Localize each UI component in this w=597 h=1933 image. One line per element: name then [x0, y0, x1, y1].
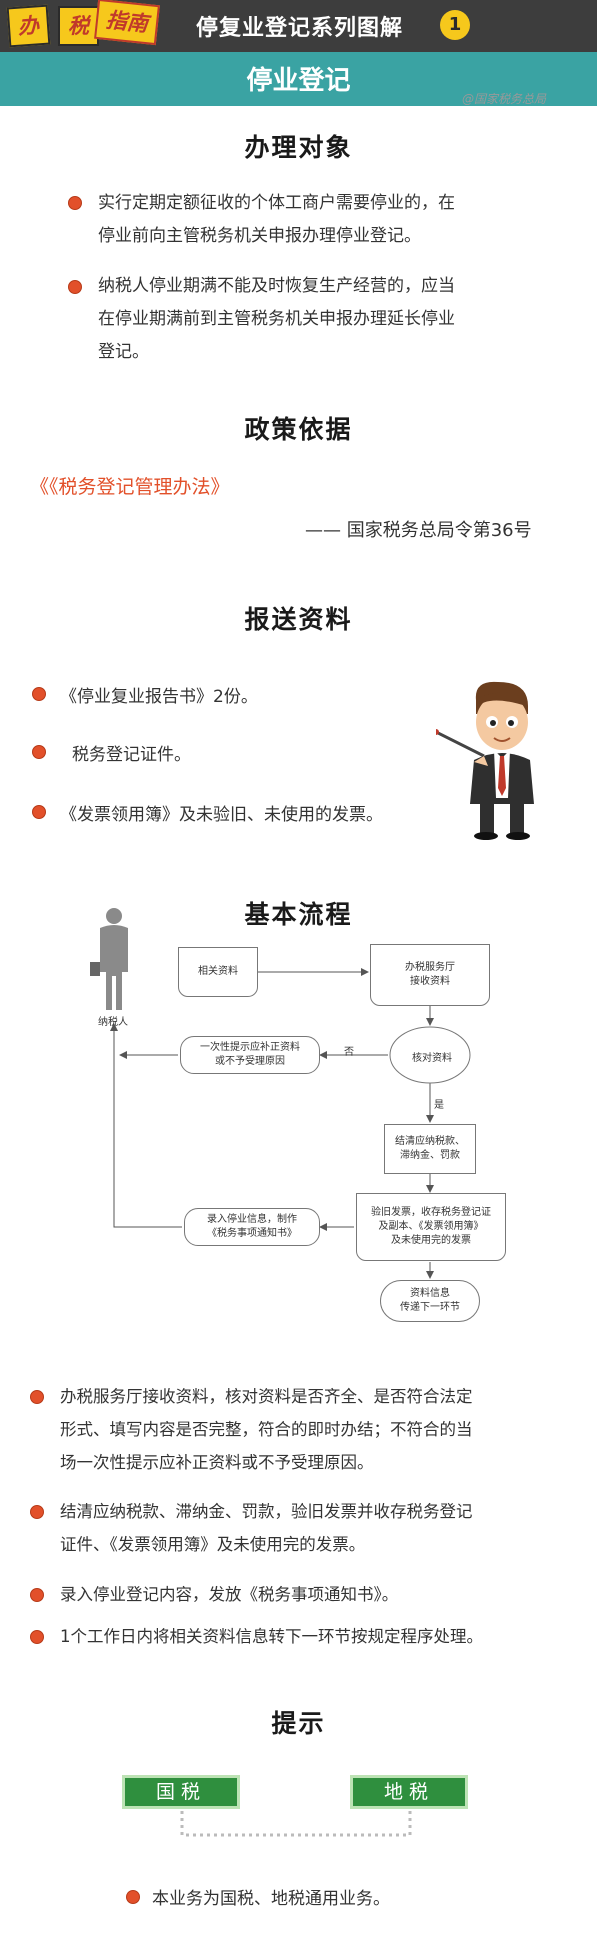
badge-zhinan: 指南 [94, 0, 160, 46]
check-materials-label: 核对资料 [412, 1053, 452, 1064]
material-item-1: 《停业复业报告书》2份。 [60, 687, 258, 707]
process-note-4-line1: 1个工作日内将相关资料信息转下一环节按规定程序处理。 [60, 1627, 483, 1646]
presenter-illustration [436, 681, 534, 840]
related-materials-box: 相关资料 [178, 947, 258, 997]
bullet-icon [68, 280, 82, 294]
bullet-icon [30, 1588, 44, 1602]
banner-title: 停业登记 [246, 66, 351, 96]
reject-box: 一次性提示应补正资料 或不予受理原因 [180, 1036, 320, 1074]
settle-line1: 结清应纳税款、 [395, 1136, 465, 1147]
top-header-bar: 办 税 指南 停复业登记系列图解 1 [0, 0, 597, 52]
receive-line2: 接收资料 [410, 976, 450, 987]
source-label: @国家税务总局 [462, 92, 547, 106]
bullet-icon [30, 1505, 44, 1519]
process-note-4: 1个工作日内将相关资料信息转下一环节按规定程序处理。 [60, 1620, 483, 1653]
process-note-2-line1: 结清应纳税款、滞纳金、罚款，验旧发票并收存税务登记 [60, 1502, 473, 1521]
section-title-materials: 报送资料 [244, 605, 353, 634]
local-tax-box: 地税 [350, 1775, 468, 1809]
material-item-2: 税务登记证件。 [72, 745, 191, 765]
section-title-tips: 提示 [271, 1709, 326, 1738]
process-note-1-line2: 形式、填写内容是否完整，符合的即时办结；不符合的当 [60, 1420, 473, 1439]
badge-ban: 办 [6, 4, 51, 48]
flowchart-diagram [90, 908, 471, 1279]
yes-label: 是 [434, 1100, 444, 1111]
target-item-2-line3: 登记。 [98, 342, 149, 362]
bullet-icon [126, 1890, 140, 1904]
section-title-target: 办理对象 [244, 133, 353, 162]
receive-materials-box: 办税服务厅 接收资料 [370, 944, 490, 1006]
bullet-icon [68, 196, 82, 210]
no-label: 否 [344, 1047, 354, 1058]
transfer-line2: 传递下一环节 [400, 1302, 460, 1313]
transfer-box: 资料信息 传递下一环节 [380, 1280, 480, 1322]
verify-line3: 及未使用完的发票 [391, 1235, 471, 1246]
bullet-icon [32, 805, 46, 819]
bullet-icon [30, 1390, 44, 1404]
target-item-1-line1: 实行定期定额征收的个体工商户需要停业的，在 [98, 193, 455, 213]
section-title-process: 基本流程 [244, 900, 353, 929]
process-note-2-line2: 证件、《发票领用簿》及未使用完的发票。 [60, 1535, 366, 1554]
target-item-2: 纳税人停业期满不能及时恢复生产经营的，应当 在停业期满前到主管税务机关申报办理延… [98, 270, 455, 369]
section-title-policy: 政策依据 [244, 415, 353, 444]
settle-box: 结清应纳税款、 滞纳金、罚款 [384, 1124, 476, 1174]
settle-line2: 滞纳金、罚款 [400, 1150, 460, 1161]
reject-line2: 或不予受理原因 [215, 1056, 285, 1067]
process-note-3-line1: 录入停业登记内容，发放《税务事项通知书》。 [60, 1585, 399, 1604]
reject-line1: 一次性提示应补正资料 [200, 1042, 300, 1053]
bullet-icon [32, 687, 46, 701]
related-materials-label: 相关资料 [198, 966, 238, 977]
record-line2: 《税务事项通知书》 [207, 1228, 297, 1239]
material-item-3: 《发票领用簿》及未验旧、未使用的发票。 [60, 805, 383, 825]
verify-line1: 验旧发票，收存税务登记证 [371, 1207, 491, 1218]
banner: 停业登记 [0, 52, 597, 106]
target-item-1-line2: 停业前向主管税务机关申报办理停业登记。 [98, 226, 421, 246]
target-item-2-line1: 纳税人停业期满不能及时恢复生产经营的，应当 [98, 276, 455, 296]
taxpayer-label: 纳税人 [98, 1017, 128, 1028]
national-tax-box: 国税 [122, 1775, 240, 1809]
target-item-1: 实行定期定额征收的个体工商户需要停业的，在 停业前向主管税务机关申报办理停业登记… [98, 187, 455, 253]
badge-shui: 税 [58, 6, 99, 46]
bullet-icon [32, 745, 46, 759]
process-note-3: 录入停业登记内容，发放《税务事项通知书》。 [60, 1578, 398, 1611]
law-reference: —— 国家税务总局令第36号 [305, 520, 532, 541]
process-note-1-line1: 办税服务厅接收资料，核对资料是否齐全、是否符合法定 [60, 1387, 473, 1406]
record-line1: 录入停业信息，制作 [207, 1214, 297, 1225]
series-number: 1 [440, 10, 470, 40]
process-note-2: 结清应纳税款、滞纳金、罚款，验旧发票并收存税务登记 证件、《发票领用簿》及未使用… [60, 1495, 473, 1561]
series-title: 停复业登记系列图解 [196, 16, 404, 41]
tips-connector [180, 1811, 412, 1837]
verify-box: 验旧发票，收存税务登记证 及副本、《发票领用簿》 及未使用完的发票 [356, 1193, 506, 1261]
receive-line1: 办税服务厅 [405, 962, 455, 973]
transfer-line1: 资料信息 [410, 1288, 450, 1299]
target-item-2-line2: 在停业期满前到主管税务机关申报办理延长停业 [98, 309, 455, 329]
tips-note: 本业务为国税、地税通用业务。 [152, 1889, 390, 1909]
record-box: 录入停业信息，制作 《税务事项通知书》 [184, 1208, 320, 1246]
bullet-icon [30, 1630, 44, 1644]
law-name: 《《税务登记管理办法》 [30, 476, 230, 498]
verify-line2: 及副本、《发票领用簿》 [378, 1221, 484, 1232]
process-note-1: 办税服务厅接收资料，核对资料是否齐全、是否符合法定 形式、填写内容是否完整，符合… [60, 1380, 473, 1479]
process-note-1-line3: 场一次性提示应补正资料或不予受理原因。 [60, 1453, 374, 1472]
